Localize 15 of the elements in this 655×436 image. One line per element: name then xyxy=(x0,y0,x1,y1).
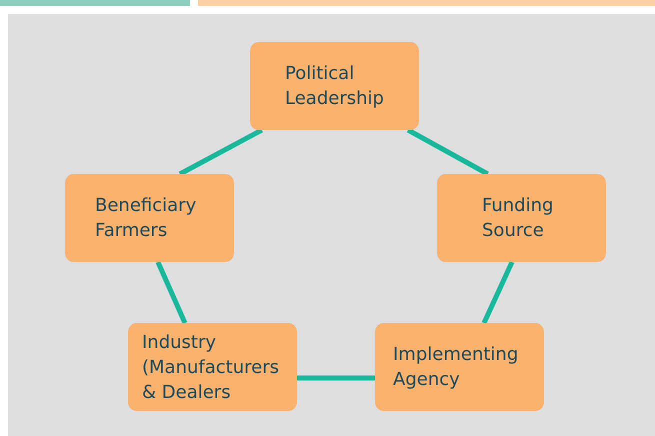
node-label: Implementing Agency xyxy=(393,343,520,392)
process-box xyxy=(65,174,234,262)
process-box xyxy=(437,174,606,262)
connector-line xyxy=(406,128,489,176)
process-box xyxy=(250,42,419,130)
process-box xyxy=(375,323,544,411)
process-box xyxy=(128,323,297,411)
connector-line xyxy=(482,260,514,324)
connector-line xyxy=(156,260,188,324)
connector-line xyxy=(178,128,264,176)
connector-line xyxy=(297,376,375,380)
node-label: Political Leadership xyxy=(285,62,385,111)
node-label: Beneficiary Farmers xyxy=(95,194,198,243)
node-label: Industry (Manufacturers & Dealers xyxy=(142,330,280,404)
node-label: Funding Source xyxy=(482,194,554,243)
